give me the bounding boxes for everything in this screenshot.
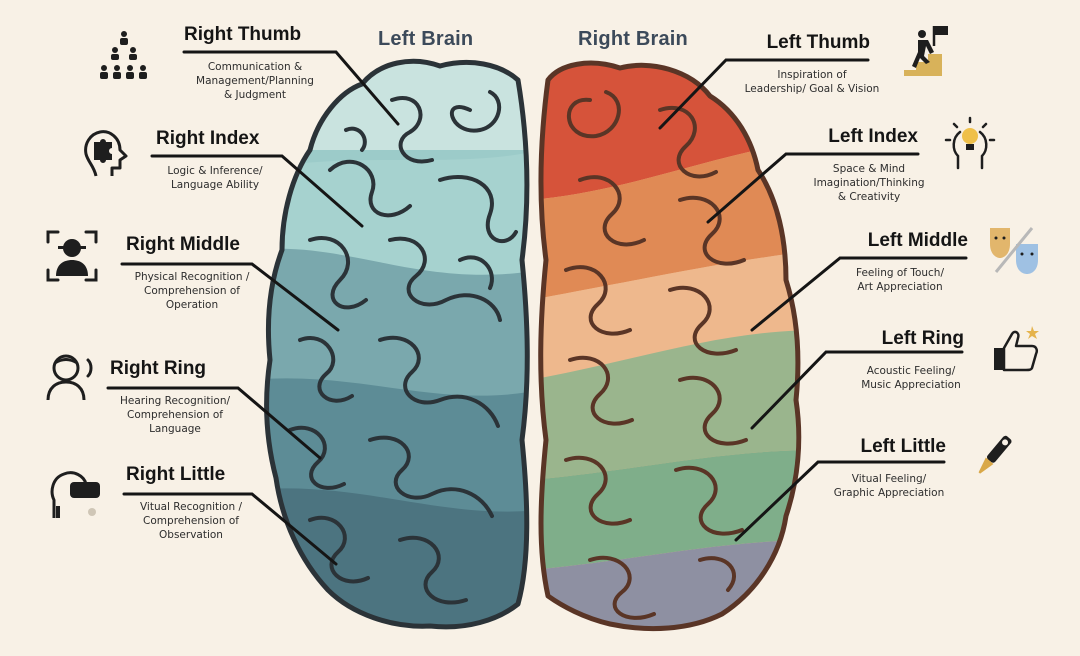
label-right-thumb: Right Thumb Communication & Management/P…	[184, 24, 330, 102]
label-left-middle: Left Middle Feeling of Touch/ Art Apprec…	[850, 230, 968, 294]
label-title: Right Thumb	[184, 24, 302, 45]
label-desc: Vitual Feeling/ Graphic Appreciation	[833, 473, 945, 499]
connector-left-ring	[750, 350, 964, 430]
connector-right-little	[122, 492, 338, 566]
right-hemisphere	[540, 63, 799, 629]
connector-right-ring	[106, 386, 322, 460]
left-connectors	[106, 50, 400, 566]
connector-right-thumb	[182, 50, 400, 126]
face-scan-icon	[46, 230, 98, 282]
label-desc: Inspiration of Leadership/ Goal & Vision	[744, 69, 880, 95]
label-title: Right Little	[126, 464, 226, 485]
connector-right-middle	[120, 262, 340, 332]
vr-headset-icon	[50, 471, 100, 518]
thumbs-up-icon	[994, 326, 1039, 372]
label-right-ring: Right Ring Hearing Recognition/ Comprehe…	[110, 358, 250, 436]
label-title: Right Middle	[126, 234, 240, 255]
connector-right-index	[150, 154, 364, 228]
label-title: Left Little	[860, 436, 947, 457]
label-title: Left Ring	[881, 328, 964, 349]
team-hierarchy-icon	[100, 31, 147, 79]
label-desc: Vitual Recognition / Comprehension of Ob…	[139, 501, 243, 541]
listening-person-icon	[46, 354, 93, 401]
label-title: Left Middle	[867, 230, 968, 251]
label-desc: Hearing Recognition/ Comprehension of La…	[119, 395, 231, 435]
left-hemisphere	[266, 61, 528, 627]
label-title: Left Index	[828, 126, 918, 147]
climbing-stairs-flag-icon	[904, 26, 948, 76]
connector-left-index	[706, 152, 920, 224]
label-right-middle: Right Middle Physical Recognition / Comp…	[126, 234, 278, 312]
left-gyri	[288, 90, 518, 605]
label-desc: Feeling of Touch/ Art Appreciation	[855, 267, 944, 293]
label-left-little: Left Little Vitual Feeling/ Graphic Appr…	[834, 436, 947, 500]
label-right-index: Right Index Logic & Inference/ Language …	[156, 128, 290, 192]
connector-left-middle	[750, 256, 968, 332]
right-connectors	[658, 58, 968, 542]
connector-left-little	[734, 460, 946, 542]
label-desc: Communication & Management/Planning & Ju…	[196, 61, 314, 101]
paintbrush-icon	[978, 435, 1012, 474]
left-brain-title: Left Brain	[378, 28, 474, 50]
label-title: Right Ring	[110, 358, 207, 379]
right-brain-title: Right Brain	[578, 28, 688, 50]
label-right-little: Right Little Vitual Recognition / Compre…	[126, 464, 266, 542]
label-desc: Acoustic Feeling/ Music Appreciation	[861, 365, 961, 391]
label-left-index: Left Index Space & Mind Imagination/Thin…	[812, 126, 924, 204]
label-title: Left Thumb	[766, 32, 870, 53]
label-desc: Space & Mind Imagination/Thinking & Crea…	[813, 163, 925, 203]
connector-left-thumb	[658, 58, 870, 130]
right-gyri	[564, 90, 748, 620]
label-left-ring: Left Ring Acoustic Feeling/ Music Apprec…	[861, 328, 964, 392]
label-title: Right Index	[156, 128, 260, 149]
label-desc: Physical Recognition / Comprehension of …	[134, 271, 250, 311]
puzzle-head-icon	[84, 130, 128, 177]
label-left-thumb: Left Thumb Inspiration of Leadership/ Go…	[745, 32, 880, 96]
label-desc: Logic & Inference/ Language Ability	[167, 165, 263, 191]
lightbulb-head-icon	[944, 116, 996, 170]
theater-masks-icon	[990, 227, 1038, 274]
